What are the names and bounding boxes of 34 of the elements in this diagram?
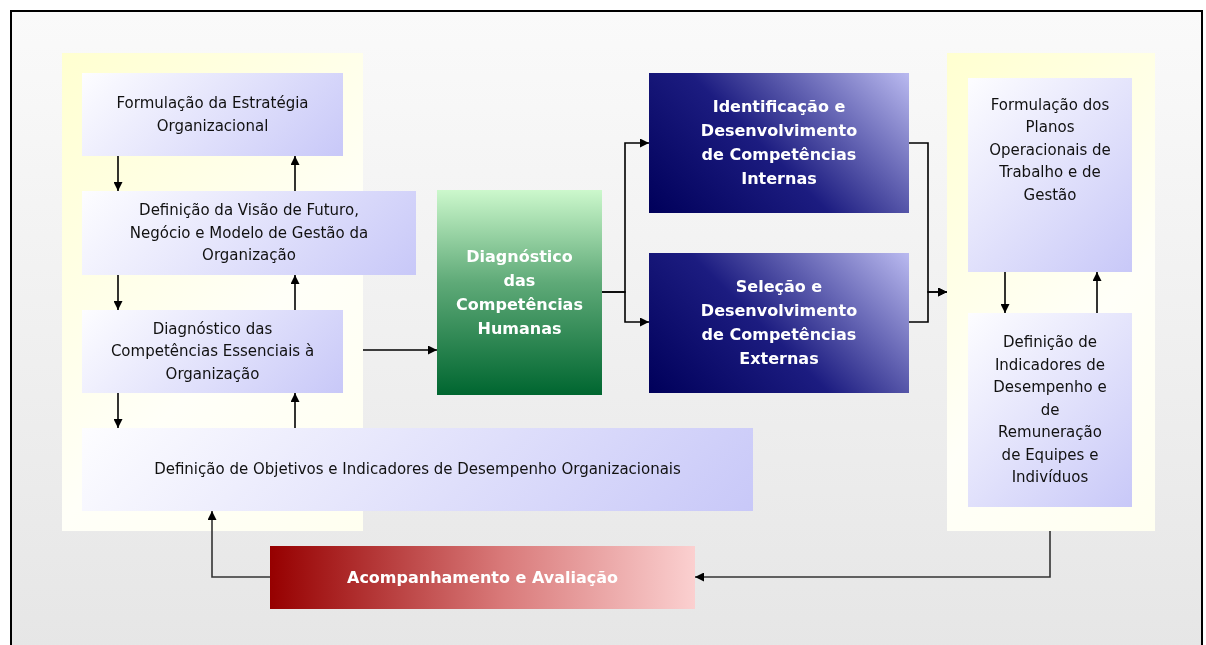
box-label: Seleção e Desenvolvimento de Competências Externas — [699, 276, 859, 370]
arrow — [908, 287, 948, 323]
arrow — [207, 510, 271, 578]
arrow — [362, 345, 438, 355]
box-label: Definição da Visão de Futuro, Negócio e Modelo de Gestão da Organização — [128, 200, 370, 267]
group-panel — [947, 53, 1155, 531]
process-box — [82, 428, 753, 511]
box-label: Acompanhamento e Avaliação — [347, 566, 618, 589]
box-label: Identificação e Desenvolvimento de Competências Internas — [699, 96, 859, 190]
arrow — [113, 274, 123, 311]
arrow — [601, 291, 650, 327]
process-box — [968, 313, 1132, 507]
process-box — [270, 546, 695, 609]
arrow — [290, 274, 300, 311]
box-label: Diagnóstico das Competências Humanas — [455, 245, 584, 340]
process-box — [82, 191, 416, 275]
box-label: Formulação da Estratégia Organizacional — [115, 93, 310, 137]
arrow — [1092, 271, 1102, 314]
arrow — [290, 392, 300, 429]
arrow — [694, 530, 1051, 582]
arrow — [290, 155, 300, 192]
process-box — [968, 78, 1132, 272]
process-box — [649, 253, 909, 393]
process-box — [82, 73, 343, 156]
process-box — [82, 310, 343, 393]
arrow — [113, 392, 123, 429]
arrow — [113, 155, 123, 192]
box-label: Definição de Indicadores de Desempenho e de Remuneração de Equipes e Indivíduos — [992, 332, 1108, 489]
box-label: Formulação dos Planos Operacionais de Trabalho e de Gestão — [988, 94, 1112, 206]
process-box — [437, 190, 602, 395]
arrow — [1000, 271, 1010, 314]
box-label: Diagnóstico das Competências Essenciais à Organização — [109, 318, 316, 385]
process-box — [649, 73, 909, 213]
box-label: Definição de Objetivos e Indicadores de Desempenho Organizacionais — [154, 459, 681, 481]
